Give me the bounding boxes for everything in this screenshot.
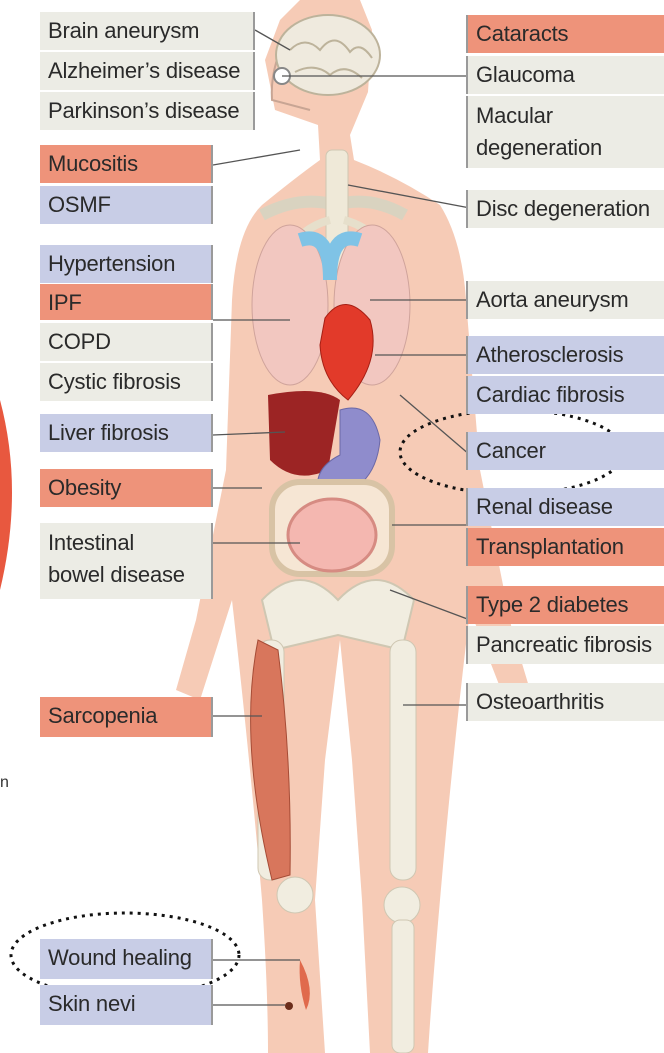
label-mucositis: Mucositis	[40, 145, 213, 183]
label-liver-fibrosis: Liver fibrosis	[40, 414, 213, 452]
label-pancreatic-fibrosis: Pancreatic fibrosis	[466, 626, 664, 664]
label-osteoarthritis: Osteoarthritis	[466, 683, 664, 721]
label-intestinal-line2: bowel disease	[48, 559, 203, 591]
label-type2-diabetes: Type 2 diabetes	[466, 586, 664, 624]
label-intestinal-line1: Intestinal	[48, 527, 203, 559]
line-mouth	[213, 150, 300, 165]
label-copd: COPD	[40, 323, 213, 361]
label-skin-nevi: Skin nevi	[40, 985, 213, 1025]
label-cancer: Cancer	[466, 432, 664, 470]
label-wound-healing: Wound healing	[40, 939, 213, 979]
label-ipf: IPF	[40, 284, 213, 320]
label-macular-line1: Macular	[476, 100, 656, 132]
label-hypertension: Hypertension	[40, 245, 213, 283]
label-cataracts: Cataracts	[466, 15, 664, 53]
label-brain-aneurysm: Brain aneurysm	[40, 12, 255, 50]
label-obesity: Obesity	[40, 469, 213, 507]
line-brain	[255, 30, 290, 50]
label-cystic-fibrosis: Cystic fibrosis	[40, 363, 213, 401]
label-intestinal-bowel-disease: Intestinal bowel disease	[40, 523, 213, 599]
line-disc	[348, 185, 470, 208]
label-renal-disease: Renal disease	[466, 488, 664, 526]
line-liver	[213, 432, 285, 435]
label-cardiac-fibrosis: Cardiac fibrosis	[466, 376, 664, 414]
label-osmf: OSMF	[40, 186, 213, 224]
label-sarcopenia: Sarcopenia	[40, 697, 213, 737]
label-transplantation: Transplantation	[466, 528, 664, 566]
label-glaucoma: Glaucoma	[466, 56, 664, 94]
label-aorta-aneurysm: Aorta aneurysm	[466, 281, 664, 319]
label-macular-degeneration: Macular degeneration	[466, 96, 664, 168]
line-pancreas	[390, 590, 470, 620]
label-parkinsons: Parkinson’s disease	[40, 92, 255, 130]
label-atherosclerosis: Atherosclerosis	[466, 336, 664, 374]
line-cancer	[400, 395, 470, 455]
label-disc-degeneration: Disc degeneration	[466, 190, 664, 228]
label-macular-line2: degeneration	[476, 132, 656, 164]
label-alzheimers: Alzheimer’s disease	[40, 52, 255, 90]
